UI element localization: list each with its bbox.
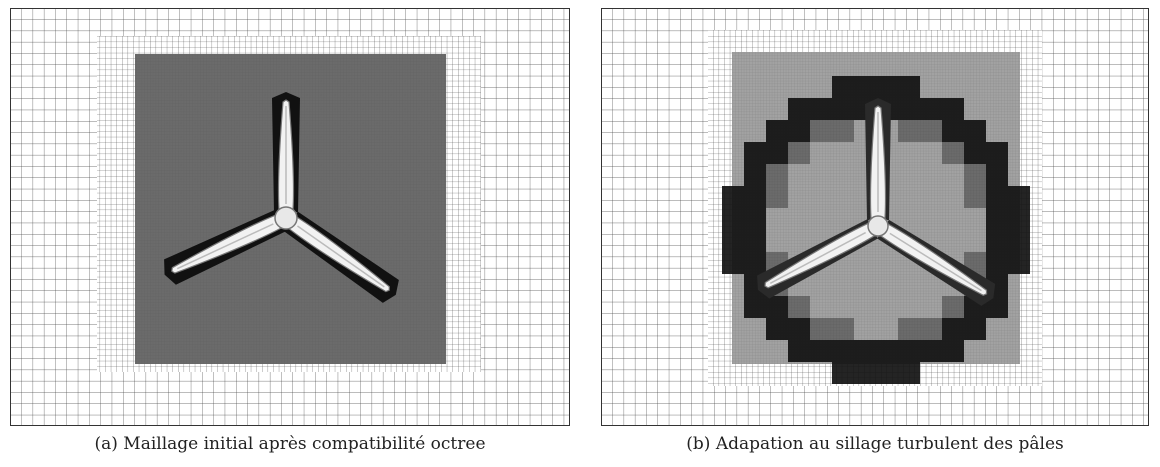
wake-cell [788,120,810,142]
blade-b-left [757,219,878,299]
domain-border [601,8,1149,426]
wake-cell [854,76,876,98]
caption-b: (b) Adapation au sillage turbulent des p… [601,434,1149,454]
domain-border [10,8,570,426]
wake-cell-transition [964,164,986,186]
wake-cell-transition [942,142,964,164]
wake-cell-transition [788,142,810,164]
wake-cell-transition [898,318,920,340]
caption-a-label: (a) [94,434,118,454]
rotor-a [164,92,399,303]
wake-cell [986,164,1008,186]
wake-cell [898,98,920,120]
wake-cell [744,142,766,164]
blade-a-right [284,211,399,303]
blade-a-top [272,92,300,212]
wake-cell-transition [920,318,942,340]
wake-cell [722,252,744,274]
wake-cell-transition [832,120,854,142]
mesh-image-a [10,8,570,426]
wake-cell-transition [898,120,920,142]
panel-b-adapted-mesh [601,8,1149,426]
wake-cell [942,318,964,340]
wake-cell-transition [832,318,854,340]
wake-cell [744,230,766,252]
wake-cell [986,252,1008,274]
wake-cell [1008,186,1030,208]
wake-cell-transition [766,164,788,186]
wake-cell [722,230,744,252]
wake-cell [744,186,766,208]
wake-refinement-ring [722,76,1030,384]
blade-b-right-spar [889,232,982,292]
wake-cell [810,98,832,120]
wake-cell [898,76,920,98]
wake-cell-transition [810,318,832,340]
wake-cell [722,186,744,208]
wake-cell [744,296,766,318]
blade-a-right-spar [297,225,385,288]
mesh-image-b [601,8,1149,426]
blade-b-top [865,98,891,220]
wake-cell-transition [964,186,986,208]
wake-cell [1008,230,1030,252]
wake-cell [876,362,898,384]
wake-cell [766,318,788,340]
wake-cell [986,142,1008,164]
wake-cell [832,98,854,120]
wake-cell [920,340,942,362]
wake-cell [942,98,964,120]
wake-cell [766,120,788,142]
caption-a: (a) Maillage initial après compatibilité… [10,434,570,454]
wake-cell [744,208,766,230]
wake-cell [942,340,964,362]
wake-cell [744,252,766,274]
wake-cell [854,362,876,384]
wake-cell [788,98,810,120]
wake-cell [986,296,1008,318]
caption-a-text: Maillage initial après compatibilité oct… [123,434,486,454]
blade-b-right [877,219,996,306]
rotor-b [757,98,996,306]
wake-cell-transition [942,296,964,318]
wake-cell [986,186,1008,208]
wake-cell [832,76,854,98]
wake-cell [986,208,1008,230]
wake-cell-transition [788,296,810,318]
wake-cell [942,120,964,142]
wake-cell [898,340,920,362]
wake-cell [964,142,986,164]
wake-cell [876,340,898,362]
wake-cell [964,120,986,142]
wake-cell [1008,252,1030,274]
wake-cell-transition [810,120,832,142]
caption-b-label: (b) [686,434,711,454]
wake-cell [788,340,810,362]
wake-cell [920,98,942,120]
wake-cell [986,230,1008,252]
wake-cell [722,208,744,230]
wake-cell [744,164,766,186]
wake-cell [964,318,986,340]
blade-a-left-spar [176,223,274,270]
wake-cell-transition [920,120,942,142]
wake-cell [898,362,920,384]
wake-cell [832,362,854,384]
wake-cell [766,296,788,318]
wake-cell [810,340,832,362]
wake-cell-transition [766,186,788,208]
wake-cell [854,340,876,362]
wake-cell [766,142,788,164]
wake-cell [876,76,898,98]
wake-cell [1008,208,1030,230]
panel-a-initial-mesh [10,8,570,426]
hub-b [867,215,889,237]
wake-cell [788,318,810,340]
blade-a-left [164,209,286,285]
blade-b-left-spar [769,231,866,284]
hub-a [274,206,298,230]
caption-b-text: Adapation au sillage turbulent des pâles [715,434,1064,454]
wake-cell [832,340,854,362]
